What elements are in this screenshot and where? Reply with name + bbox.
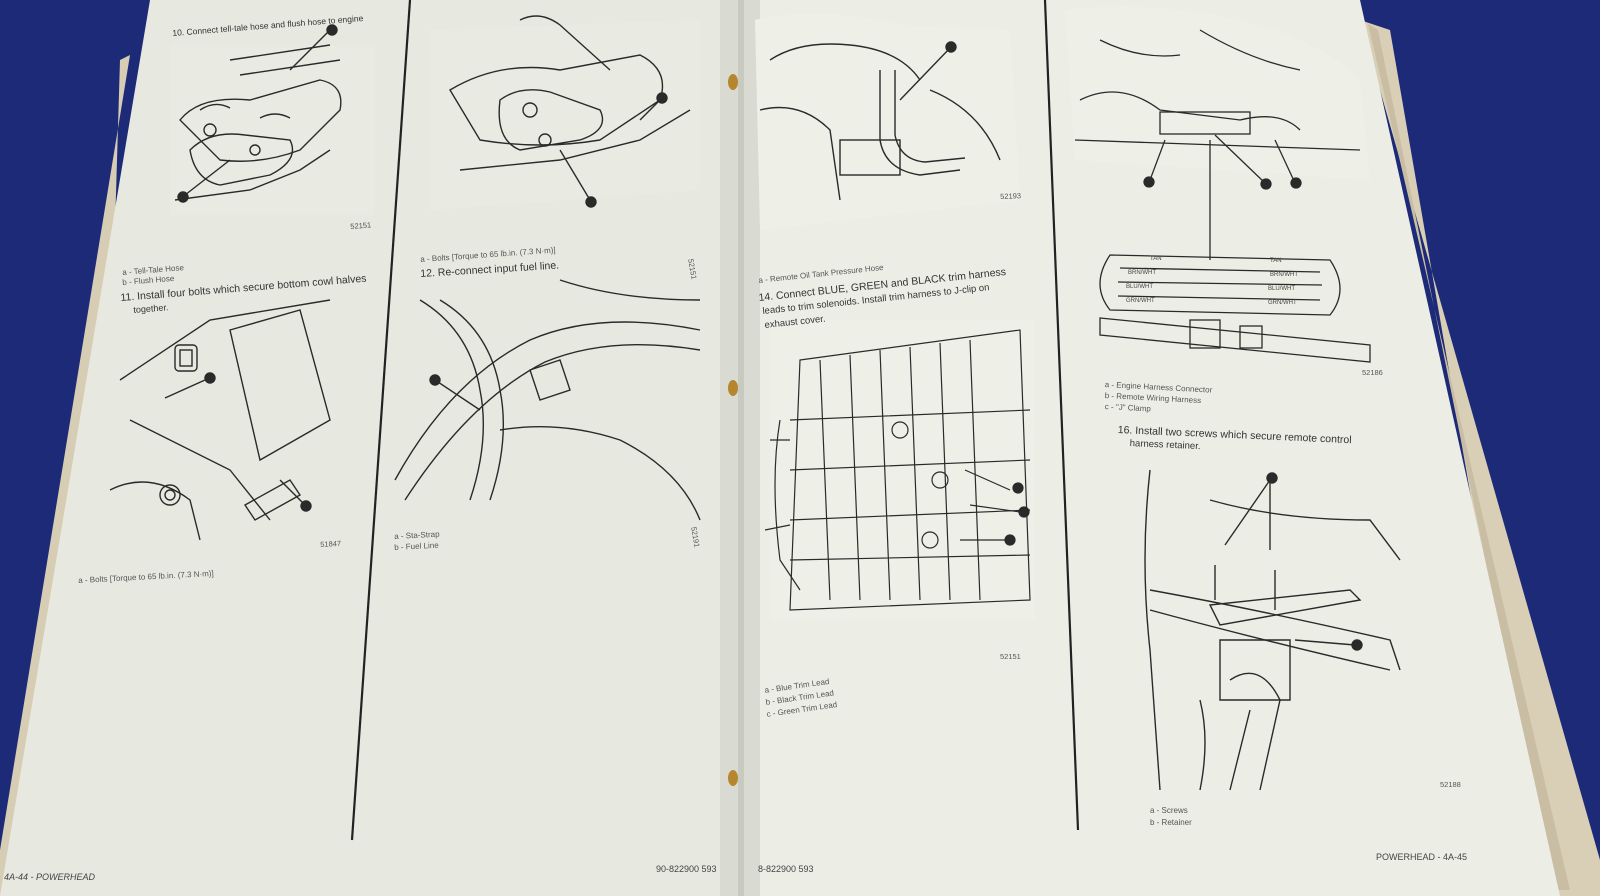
wire-label: BRN/WHT [1128,270,1156,276]
figure-reference: 52193 [1000,191,1022,201]
figure-reference: 51847 [320,538,342,549]
left-page [0,0,745,896]
left-page-footer: 4A-44 - POWERHEAD [4,872,96,882]
figure-bolts-torque [430,15,700,210]
legend-item: a - Screws [1150,806,1188,815]
figure-reference: 52151 [1000,652,1021,661]
figure-oil-tank-hose [755,13,1020,231]
right-page [745,0,1560,896]
binding-ring [728,380,738,396]
right-page-part-number: 8-822900 593 [758,864,814,874]
wire-label: GRN/WHT [1126,298,1155,304]
left-column-divider [350,0,412,841]
wire-label: BLU/WHT [1268,286,1295,292]
wire-label: BLU/WHT [1126,284,1153,290]
wire-label: GRN/WHT [1268,300,1297,306]
figure-fuel-line [394,279,701,521]
right-page-footer: POWERHEAD - 4A-45 [1376,852,1468,862]
figure-harness-retainer [1144,469,1401,791]
figure-harness-connector [1065,6,1370,260]
figure-reference: 52186 [1362,368,1383,377]
left-page-part-number: 90-822900 593 [656,864,717,874]
binding-ring [728,770,738,786]
binding-ring [728,74,738,90]
wire-label: TAN [1270,258,1282,264]
legend-item: b - Retainer [1150,818,1192,827]
figure-wire-loom [1099,254,1371,363]
figure-trim-harness [764,320,1035,620]
wire-label: BRN/WHT [1270,272,1298,278]
wire-label: TAN [1150,256,1162,262]
figure-reference: 52151 [350,220,372,231]
right-column-divider [1043,0,1080,831]
figure-tell-tale-hose [170,24,375,215]
figure-reference: 52188 [1440,780,1461,789]
figure-bottom-cowl-bolts [109,299,331,541]
right-page-stack [1360,20,1600,896]
